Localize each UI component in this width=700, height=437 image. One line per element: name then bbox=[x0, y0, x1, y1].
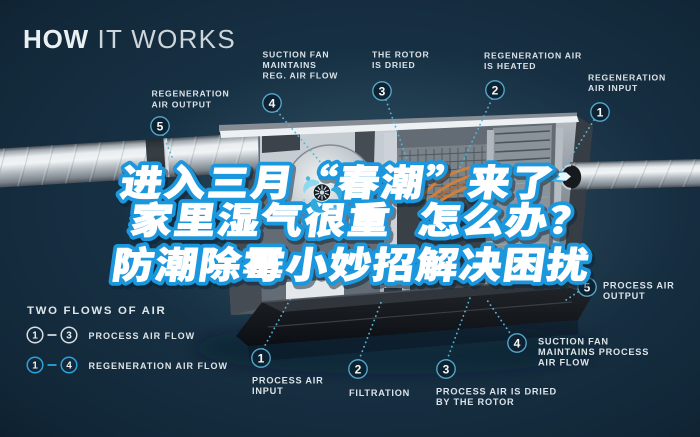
svg-text:IS DRIED: IS DRIED bbox=[372, 60, 416, 70]
svg-text:TWO FLOWS OF AIR: TWO FLOWS OF AIR bbox=[27, 305, 166, 317]
svg-text:5: 5 bbox=[157, 119, 164, 133]
svg-text:REGENERATION AIR: REGENERATION AIR bbox=[484, 50, 582, 60]
svg-text:AIR INPUT: AIR INPUT bbox=[588, 83, 638, 93]
svg-text:SUCTION FAN: SUCTION FAN bbox=[538, 337, 609, 347]
svg-text:BY THE ROTOR: BY THE ROTOR bbox=[436, 397, 514, 407]
svg-text:1: 1 bbox=[32, 361, 38, 372]
svg-text:HOW IT WORKS: HOW IT WORKS bbox=[23, 24, 236, 54]
svg-text:3: 3 bbox=[443, 362, 450, 376]
svg-text:IS HEATED: IS HEATED bbox=[484, 61, 536, 71]
svg-text:THE ROTOR: THE ROTOR bbox=[372, 49, 429, 59]
svg-text:4: 4 bbox=[269, 96, 276, 110]
svg-text:INPUT: INPUT bbox=[252, 386, 283, 396]
svg-text:1: 1 bbox=[597, 105, 604, 119]
svg-text:PROCESS AIR: PROCESS AIR bbox=[252, 376, 324, 386]
svg-text:3: 3 bbox=[379, 84, 386, 98]
svg-text:1: 1 bbox=[258, 351, 265, 365]
svg-text:3: 3 bbox=[66, 331, 72, 342]
svg-text:PROCESS AIR: PROCESS AIR bbox=[603, 281, 675, 291]
svg-text:SUCTION FAN: SUCTION FAN bbox=[263, 49, 330, 59]
svg-text:REGENERATION: REGENERATION bbox=[588, 72, 666, 82]
svg-text:FILTRATION: FILTRATION bbox=[349, 388, 410, 398]
svg-text:OUTPUT: OUTPUT bbox=[603, 291, 645, 301]
svg-text:MAINTAINS: MAINTAINS bbox=[263, 60, 317, 70]
svg-text:AIR OUTPUT: AIR OUTPUT bbox=[152, 99, 212, 109]
svg-text:REGENERATION AIR FLOW: REGENERATION AIR FLOW bbox=[89, 361, 229, 371]
svg-text:REG. AIR FLOW: REG. AIR FLOW bbox=[263, 71, 339, 81]
svg-text:1: 1 bbox=[32, 331, 38, 342]
svg-text:REGENERATION: REGENERATION bbox=[152, 89, 230, 99]
svg-text:MAINTAINS PROCESS: MAINTAINS PROCESS bbox=[538, 347, 649, 357]
svg-text:4: 4 bbox=[66, 361, 72, 372]
svg-text:PROCESS AIR FLOW: PROCESS AIR FLOW bbox=[89, 331, 196, 341]
svg-text:2: 2 bbox=[355, 362, 362, 376]
svg-text:PROCESS AIR IS DRIED: PROCESS AIR IS DRIED bbox=[436, 387, 557, 397]
svg-text:4: 4 bbox=[514, 336, 521, 350]
svg-text:2: 2 bbox=[492, 83, 499, 97]
svg-text:5: 5 bbox=[584, 280, 591, 294]
svg-text:AIR FLOW: AIR FLOW bbox=[538, 358, 590, 368]
